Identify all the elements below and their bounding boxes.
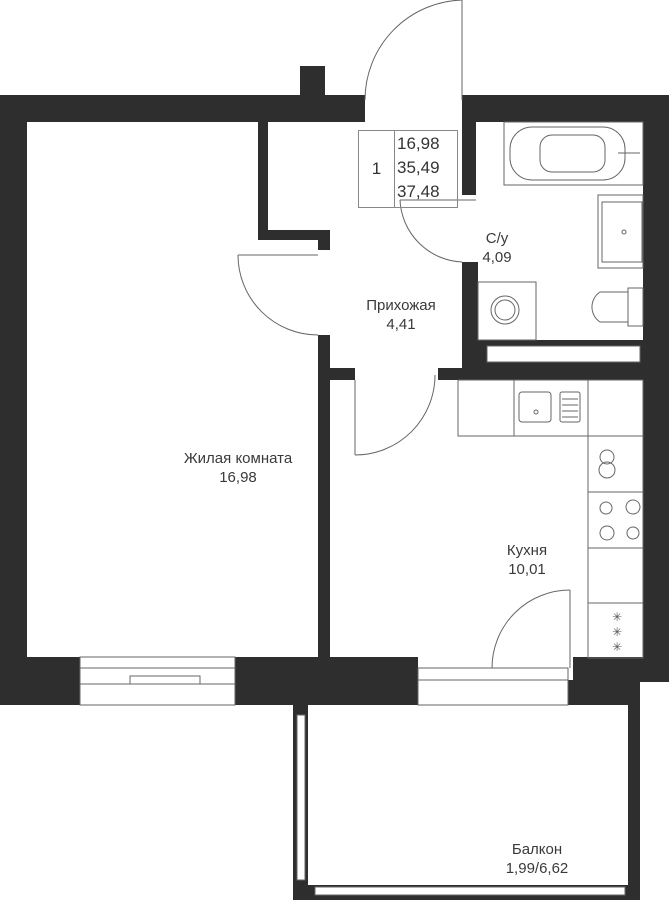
- entrance-door[interactable]: [364, 0, 463, 101]
- room-label-kitchen: Кухня 10,01: [507, 541, 547, 579]
- total-with-balcony-value: 37,48: [397, 182, 440, 201]
- window-balcony-left: [296, 714, 306, 881]
- svg-text:✳: ✳: [612, 640, 622, 654]
- balcony-door[interactable]: [491, 589, 571, 669]
- window-living: [79, 656, 236, 706]
- window-kitchen: [417, 667, 569, 706]
- room-name: Кухня: [506, 542, 548, 559]
- window-balcony-bottom: [314, 886, 626, 896]
- room-area: 16,98: [219, 469, 257, 486]
- boiler-icon: [598, 449, 616, 479]
- room-area: 4,09: [482, 249, 512, 266]
- kitchen-sink-icon: [518, 391, 581, 423]
- fridge-icon: ✳✳✳: [612, 610, 622, 654]
- room-label-living: Жилая комната 16,98: [184, 449, 292, 487]
- living-area-value: 16,98: [397, 134, 440, 153]
- apartment-info-table: 1 16,98 35,49 37,48: [358, 130, 458, 208]
- stove-icon: [599, 499, 641, 541]
- room-name: С/у: [485, 230, 509, 247]
- room-name: Балкон: [511, 841, 563, 858]
- svg-text:✳: ✳: [612, 610, 622, 624]
- room-area: 1,99/6,62: [505, 860, 569, 877]
- sink-icon: [597, 194, 644, 269]
- kitchen-counter: [457, 379, 644, 659]
- room-name: Жилая комната: [183, 450, 293, 467]
- room-name: Прихожая: [366, 297, 436, 314]
- room-label-hallway: Прихожая 4,41: [366, 296, 436, 334]
- room-label-bathroom: С/у 4,09: [482, 229, 511, 267]
- room-count: 1: [359, 131, 395, 207]
- walls: [0, 66, 669, 900]
- total-area-value: 35,49: [397, 158, 440, 177]
- bathroom-door[interactable]: [399, 199, 476, 263]
- hallway-kitchen-door[interactable]: [354, 374, 436, 456]
- svg-text:✳: ✳: [612, 625, 622, 639]
- living-room-door[interactable]: [237, 254, 319, 336]
- room-area: 10,01: [508, 561, 546, 578]
- room-area: 4,41: [386, 316, 416, 333]
- washing-machine-icon: [477, 281, 537, 341]
- bathtub-icon: [503, 121, 644, 186]
- room-label-balcony: Балкон 1,99/6,62: [506, 840, 569, 878]
- shaft: [486, 345, 641, 363]
- toilet-icon: [591, 287, 644, 327]
